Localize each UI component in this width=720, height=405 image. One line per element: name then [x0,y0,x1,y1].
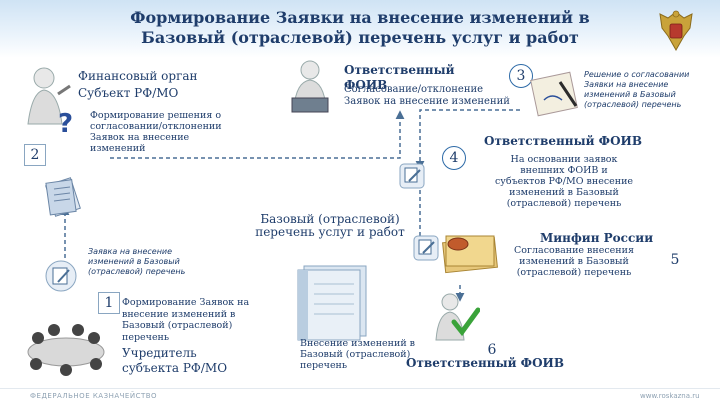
step-3-note: Решение о согласовании Заявки на внесени… [584,70,690,109]
document-edit-icon [413,235,439,261]
slide-title: Формирование Заявки на внесение изменени… [110,8,610,48]
footer-left: ФЕДЕРАЛЬНОЕ КАЗНАЧЕЙСТВО [30,392,158,400]
step-5-number: 5 [670,252,680,268]
step-3-number: 3 [509,64,533,88]
step-2-actor-line1: Финансовый орган [78,69,198,83]
step-2-text: Формирование решения о согласовании/откл… [90,110,222,154]
arrow-step2-to-step3 [110,110,405,159]
header-band [0,0,720,58]
step-2-actor: Финансовый орган Субъект РФ/МО [78,68,228,102]
step-5-actor: Минфин России [540,231,654,245]
binder-icon [297,265,367,341]
document-stack-icon [45,177,81,217]
arrow-step3-to-step4 [415,109,520,170]
person-check-icon [435,293,480,341]
question-mark-icon: ? [58,109,73,136]
step-4-text: На основании заявок внешних ФОИВ и субъе… [494,154,634,209]
step-5-text: Согласование внесения изменений в Базовы… [514,245,634,278]
step-4-actor: Ответственный ФОИВ [484,134,643,148]
document-edit-icon [45,260,77,292]
arrow-step4-to-step5 [417,190,427,245]
document-edit-icon [399,163,425,189]
step-4-number: 4 [442,146,466,170]
step-6-text: Внесение изменений в Базовый (отраслевой… [300,338,416,371]
application-note: Заявка на внесение изменений в Базовый (… [88,247,186,276]
step-1-actor: Учредитель субъекта РФ/МО [122,346,228,375]
step-1-text: Формирование Заявок на внесение изменени… [122,297,250,343]
step-6-actor: Ответственный ФОИВ [406,356,565,370]
title-line-2: Базовый (отраслевой) перечень услуг и ра… [141,28,579,47]
folders-icon [442,235,498,274]
step-2-actor-line2: Субъект РФ/МО [78,86,179,100]
person-question-icon [27,67,71,125]
title-line-1: Формирование Заявки на внесение изменени… [130,8,590,27]
footer-website-link[interactable]: www.roskazna.ru [640,392,700,400]
step-1-number: 1 [98,292,120,314]
signing-hand-icon [530,71,578,117]
svg-text:?: ? [58,109,73,136]
person-laptop-icon [291,60,329,113]
emblem-icon [659,10,693,52]
step-6-number: 6 [487,342,497,358]
step-3-text: Согласование/отклонение Заявок на внесен… [344,84,510,107]
meeting-people-icon [27,324,105,376]
footer: ФЕДЕРАЛЬНОЕ КАЗНАЧЕЙСТВО www.roskazna.ru [0,388,720,405]
step-2-number: 2 [24,144,46,166]
center-doc-label: Базовый (отраслевой) перечень услуг и ра… [255,212,405,239]
step-3-actor: Ответственный ФОИВ [344,63,455,92]
